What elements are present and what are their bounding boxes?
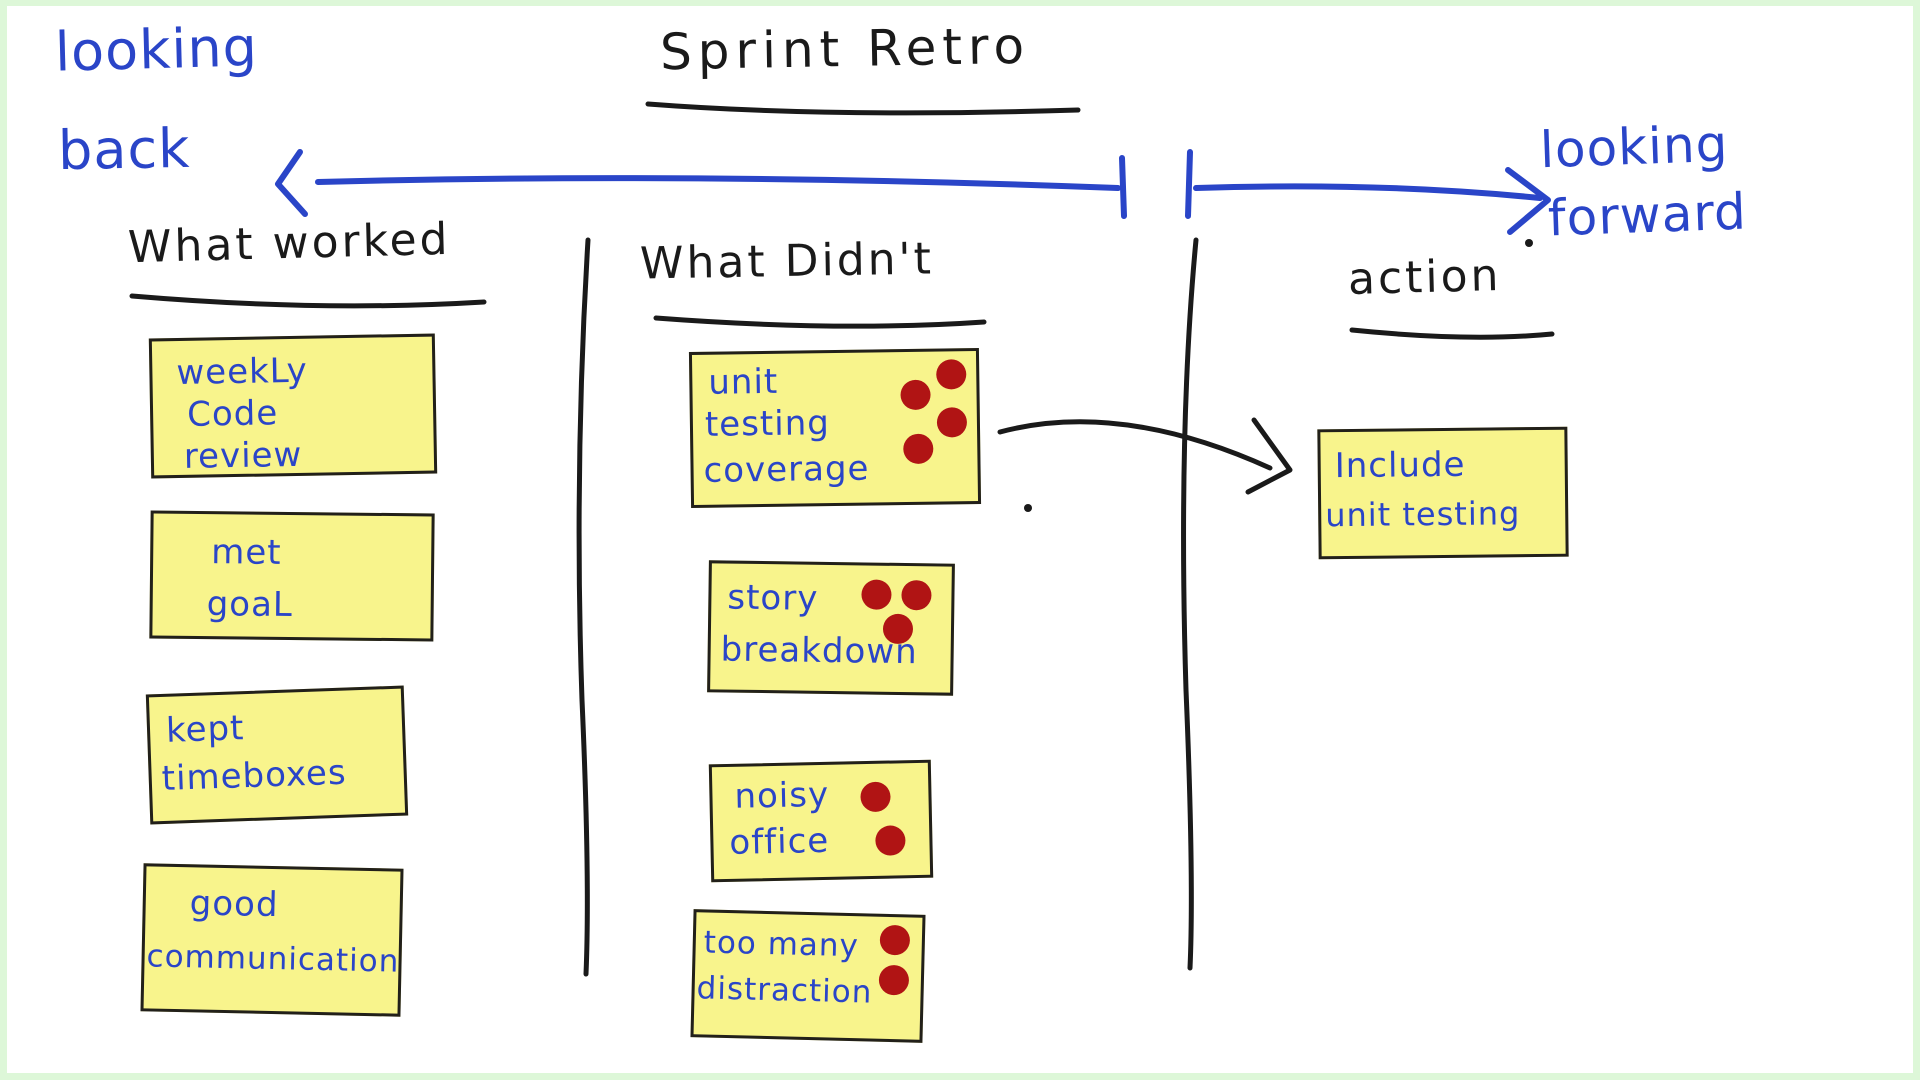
action-underline	[1349, 327, 1555, 340]
note-text-line: review	[183, 434, 303, 477]
sticky-note[interactable]: met goaL	[149, 510, 435, 642]
looking-forward-label-line2: forward	[1547, 182, 1748, 248]
connector-arrow-head	[1245, 417, 1293, 495]
vote-dot[interactable]	[936, 407, 968, 438]
vote-dot[interactable]	[860, 781, 891, 813]
looking-back-label-line1: looking	[54, 15, 259, 84]
note-text-line: coverage	[703, 448, 870, 491]
divider-line-left	[576, 237, 591, 977]
sticky-note[interactable]: kept timeboxes	[145, 685, 409, 825]
column-header-action: action	[1347, 250, 1503, 305]
note-text-line: unit testing	[1325, 494, 1521, 535]
note-text-line: too many	[703, 924, 860, 965]
column-header-what-didnt: What Didn't	[639, 233, 935, 290]
note-text-line: testing	[704, 403, 831, 445]
looking-forward-arrow-head	[1505, 167, 1551, 235]
stray-dot-1	[1024, 504, 1032, 512]
note-text-line: good	[189, 883, 279, 926]
looking-back-arrow-endcap	[1119, 155, 1127, 219]
sticky-note[interactable]: Include unit testing	[1317, 426, 1569, 560]
what-didnt-underline	[653, 315, 987, 329]
page-title: Sprint Retro	[659, 16, 1031, 82]
vote-dot[interactable]	[901, 579, 932, 611]
vote-dot[interactable]	[875, 825, 906, 856]
note-text-line: Code	[186, 393, 279, 435]
sticky-note[interactable]: good communication	[140, 863, 404, 1017]
what-worked-underline	[129, 293, 487, 309]
sticky-note[interactable]: story breakdown	[707, 560, 955, 696]
connector-arrow-shaft	[997, 419, 1273, 471]
note-text-line: weekLy	[176, 350, 309, 394]
looking-back-label-line2: back	[57, 116, 191, 183]
note-text-line: communication	[146, 938, 400, 980]
looking-back-arrow-head	[275, 149, 308, 217]
looking-forward-label-line1: looking	[1539, 114, 1730, 180]
vote-dot[interactable]	[936, 359, 967, 390]
vote-dot[interactable]	[900, 379, 931, 411]
note-text-line: story	[727, 577, 819, 619]
stray-dot-2	[1525, 239, 1533, 247]
vote-dot[interactable]	[903, 433, 934, 465]
sticky-note[interactable]: weekLy Code review	[148, 333, 438, 479]
note-text-line: unit	[708, 361, 779, 403]
vote-dot[interactable]	[879, 924, 911, 956]
note-text-line: kept	[165, 708, 246, 751]
column-header-what-worked: What worked	[127, 213, 452, 274]
looking-forward-arrow-startcap	[1185, 149, 1193, 219]
page-frame-right	[1913, 0, 1920, 1080]
note-text-line: distraction	[696, 970, 873, 1011]
note-text-line: noisy	[734, 774, 830, 817]
looking-back-arrow-shaft	[315, 175, 1121, 191]
sticky-note[interactable]: too many distraction	[690, 909, 926, 1043]
divider-line-right	[1181, 237, 1199, 971]
note-text-line: Include	[1334, 444, 1466, 487]
note-text-line: timeboxes	[161, 752, 348, 800]
title-underline	[645, 101, 1081, 116]
note-text-line: goaL	[206, 584, 294, 626]
page-frame-top	[0, 0, 1920, 6]
note-text-line: met	[211, 532, 282, 573]
page-frame-left	[0, 0, 7, 1080]
vote-dot[interactable]	[878, 964, 910, 996]
vote-dot[interactable]	[861, 579, 892, 610]
page-frame-bottom	[0, 1073, 1920, 1080]
note-text-line: office	[729, 820, 830, 863]
sticky-note[interactable]: noisy office	[708, 759, 934, 883]
sticky-note[interactable]: unit testing coverage	[688, 347, 982, 509]
looking-forward-arrow-shaft	[1193, 183, 1543, 201]
